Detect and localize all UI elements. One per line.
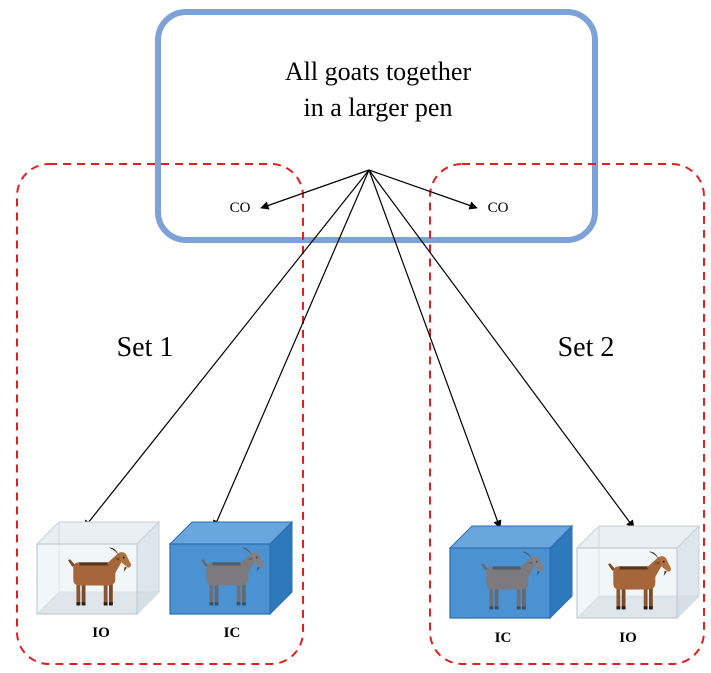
arrow-to-set1-io [83,169,370,529]
co-label-right: CO [488,200,509,216]
set1-open-enclosure [36,521,160,615]
set2-io-label: IO [619,630,637,646]
set2-closed-enclosure [449,525,573,619]
arrow-to-set2-io [368,169,635,529]
arrows [83,169,635,529]
set-2-label: Set 2 [558,332,615,363]
set1-closed-enclosure [169,521,293,615]
set2-open-enclosure [576,525,700,619]
set1-ic-label: IC [224,625,241,641]
arrow-to-co-right [368,169,478,210]
co-label-left: CO [230,200,251,216]
set2-ic-label: IC [495,630,512,646]
arrow-to-co-left [260,169,370,210]
group-pen-box [155,9,598,243]
arrow-to-set1-ic [213,169,370,529]
pen-title-line-1: All goats together [285,57,472,86]
set-2-region [429,163,705,665]
pen-title-line-2: in a larger pen [304,93,453,122]
set-1-label: Set 1 [117,332,174,363]
set1-io-label: IO [92,625,110,641]
arrow-to-set2-ic [368,169,502,529]
set-1-region [16,163,304,665]
